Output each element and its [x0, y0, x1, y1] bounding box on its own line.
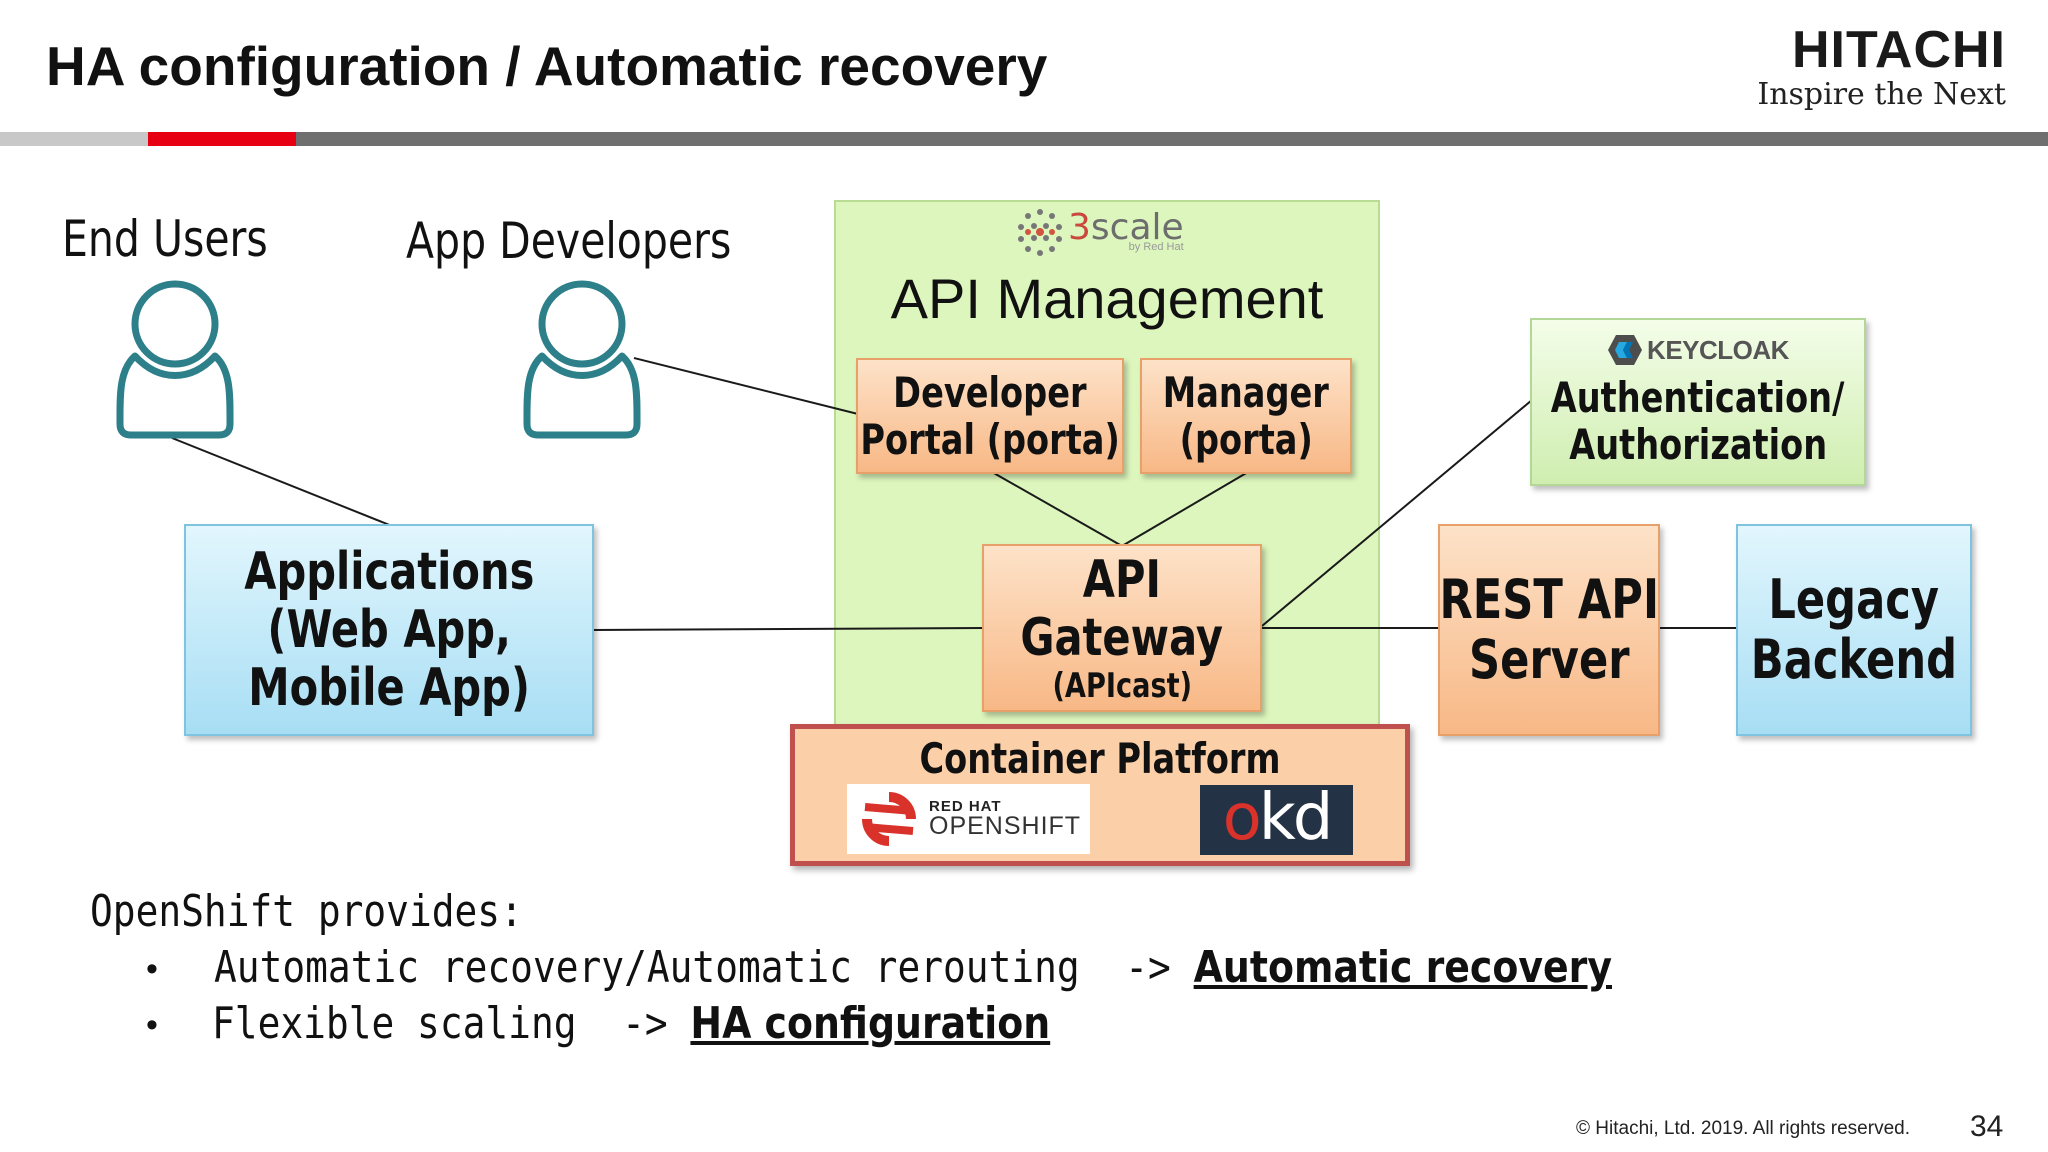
provides-item-1: Automatic recovery/Automatic rerouting -…	[214, 942, 1612, 993]
rest-api-server-box: REST API Server	[1438, 524, 1660, 736]
end-users-label: End Users	[62, 210, 268, 268]
3scale-wordmark: 3scale by Red Hat	[1068, 210, 1184, 254]
band-light-segment	[0, 132, 148, 146]
developer-portal-line2: Portal (porta)	[860, 415, 1120, 464]
slide-title: HA configuration / Automatic recovery	[46, 35, 1048, 97]
developer-portal-box: Developer Portal (porta)	[856, 358, 1124, 474]
api-gateway-line3: (APIcast)	[1052, 666, 1192, 707]
3scale-text: 3scale	[1068, 210, 1184, 246]
bullet-dot: •	[146, 950, 158, 988]
manager-line2: (porta)	[1179, 415, 1313, 464]
openshift-logo: RED HAT OPENSHIFT	[847, 784, 1090, 854]
provides-item-2: Flexible scaling -> HA configuration	[212, 998, 1050, 1049]
keycloak-logo-text: KEYCLOAK	[1647, 334, 1789, 365]
provides-item-1-result: Automatic recovery	[1193, 942, 1612, 993]
okd-rest: kd	[1258, 781, 1334, 855]
okd-logo: okd	[1200, 785, 1353, 855]
3scale-dots-icon	[1018, 209, 1062, 256]
api-gateway-line2: Gateway	[1020, 607, 1224, 668]
app-developers-label: App Developers	[406, 212, 732, 270]
3scale-word: scale	[1090, 207, 1184, 248]
copyright-footer: © Hitachi, Ltd. 2019. All rights reserve…	[1576, 1118, 1910, 1139]
provides-item-2-result: HA configuration	[690, 998, 1051, 1049]
manager-line1: Manager	[1162, 367, 1330, 417]
connector-endusers-applications	[171, 437, 393, 527]
container-platform-box: Container Platform RED HAT OPENSHIFT okd	[790, 724, 1410, 866]
bullet-dot: •	[146, 1006, 158, 1044]
api-management-title: API Management	[890, 267, 1324, 330]
page-number: 34	[1970, 1110, 2004, 1143]
legacy-line2: Backend	[1750, 628, 1958, 691]
openshift-icon	[862, 792, 916, 846]
end-user-person-icon	[116, 280, 234, 439]
band-accent-segment	[148, 132, 296, 146]
api-gateway-line1: API	[1082, 549, 1162, 610]
provides-heading: OpenShift provides:	[90, 886, 523, 937]
provides-item-1-text: Automatic recovery/Automatic rerouting	[214, 942, 1080, 993]
openshift-top: RED HAT	[929, 798, 1002, 815]
brand-tagline: Inspire the Next	[1757, 77, 2006, 112]
applications-line3: Mobile App)	[248, 658, 530, 719]
legacy-backend-box: Legacy Backend	[1736, 524, 1972, 736]
provides-item-1-arrow: ->	[1125, 942, 1171, 993]
applications-line2: (Web App,	[267, 599, 511, 660]
provides-item-2-arrow: ->	[622, 998, 668, 1049]
openshift-bottom: OPENSHIFT	[929, 812, 1082, 840]
api-gateway-box: API Gateway (APIcast)	[982, 544, 1262, 712]
keycloak-hex-icon	[1608, 335, 1643, 365]
provides-item-2-text: Flexible scaling	[212, 998, 577, 1049]
connector-applications-gateway	[591, 627, 985, 631]
band-dark-segment	[296, 132, 2048, 146]
header-band	[0, 132, 2048, 146]
connector-manager-gateway	[1121, 471, 1249, 547]
manager-box: Manager (porta)	[1140, 358, 1352, 474]
rest-api-line1: REST API	[1439, 567, 1659, 631]
3scale-sub: by Red Hat	[1128, 241, 1184, 253]
keycloak-line1: Authentication/	[1551, 373, 1845, 422]
rest-api-line2: Server	[1468, 628, 1630, 691]
3scale-logo: 3scale by Red Hat	[1014, 206, 1184, 258]
app-developer-person-icon	[523, 280, 641, 439]
connector-gateway-keycloak	[1261, 399, 1533, 627]
applications-line1: Applications	[243, 541, 535, 602]
connector-portal-gateway	[991, 471, 1123, 547]
openshift-wordmark: RED HAT OPENSHIFT	[929, 799, 1081, 839]
3scale-three: 3	[1068, 207, 1091, 248]
keycloak-box: KEYCLOAK Authentication/ Authorization	[1530, 318, 1866, 486]
legacy-line1: Legacy	[1768, 567, 1940, 631]
developer-portal-line1: Developer	[893, 367, 1087, 417]
brand-name: HITACHI	[1791, 21, 2006, 79]
applications-box: Applications (Web App, Mobile App)	[184, 524, 594, 736]
keycloak-logo: KEYCLOAK	[1607, 334, 1789, 366]
okd-o: o	[1222, 781, 1262, 855]
keycloak-line2: Authorization	[1569, 420, 1827, 470]
hitachi-logo: HITACHI Inspire the Next	[1736, 22, 2006, 112]
connector-developers-portal	[633, 357, 859, 415]
container-platform-title: Container Platform	[919, 734, 1281, 783]
